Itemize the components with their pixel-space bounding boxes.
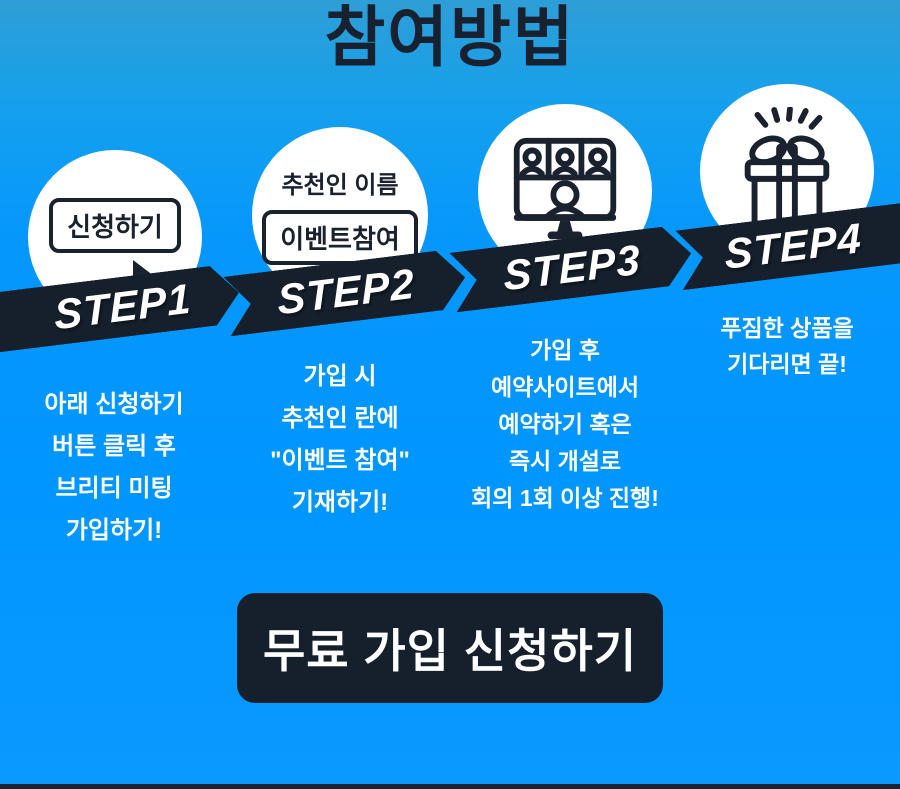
step4-description: 푸짐한 상품을 기다리면 끝! [720,315,854,377]
event-entry-illustration: 이벤트참여 [262,210,418,265]
step2-label: STEP2 [276,259,416,324]
step1-description: 아래 신청하기 버튼 클릭 후 브리티 미팅 가입하기! [44,391,184,544]
step1-label: STEP1 [53,274,194,339]
free-signup-button[interactable]: 무료 가입 신청하기 [237,593,663,703]
bottom-bar [0,784,900,789]
step4-label: STEP4 [723,213,863,278]
cursor-icon [130,259,156,291]
step3-description: 가입 후 예약사이트에서 예약하기 혹은 즉시 개설로 회의 1회 이상 진행! [471,337,659,511]
step-ribbon-1: STEP1 [0,263,243,357]
page-title: 참여방법 [324,0,576,74]
step2-description: 가입 시 추천인 란에 "이벤트 참여" 기재하기! [270,363,410,516]
video-meeting-icon [507,135,623,247]
referrer-caption: 추천인 이름 [281,172,399,199]
step3-label: STEP3 [502,235,642,300]
apply-button-illustration: 신청하기 [49,197,181,253]
